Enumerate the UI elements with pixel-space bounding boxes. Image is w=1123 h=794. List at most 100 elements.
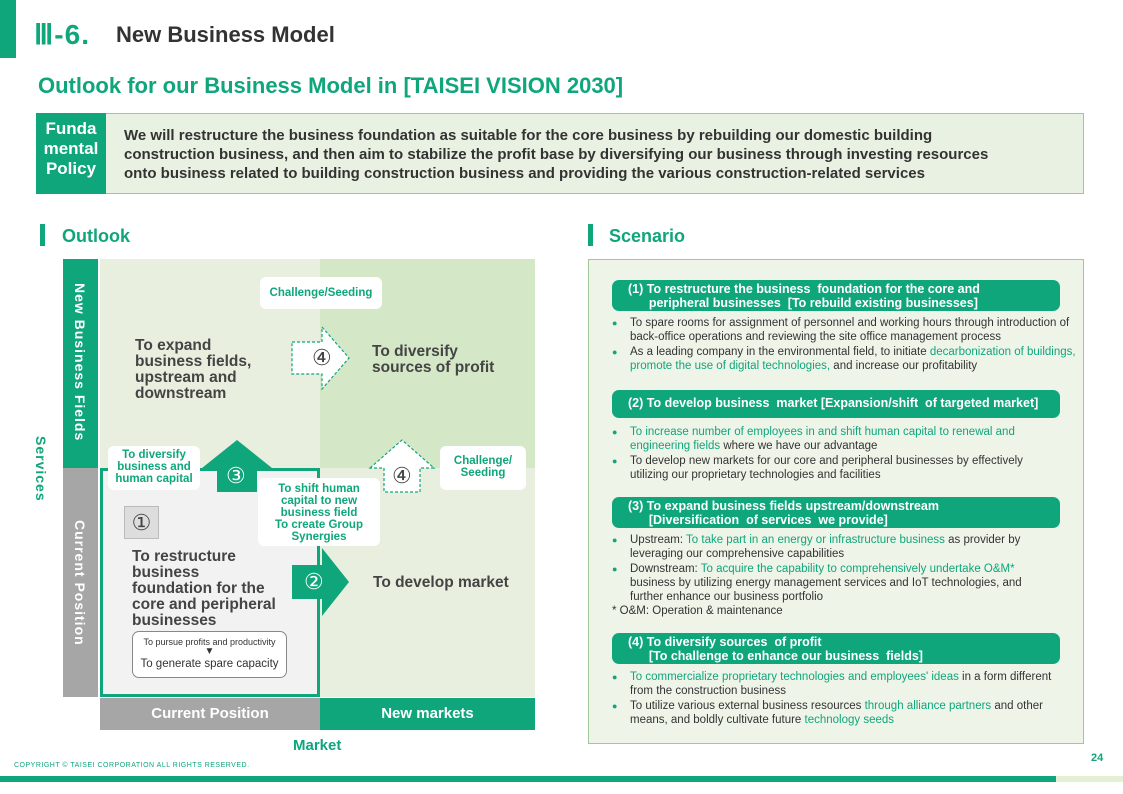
quadrant-develop-market-text: To develop market	[373, 574, 509, 591]
quad-text-line: To diversify	[372, 343, 458, 360]
scenario-heading-4: (4) To diversify sources of profit [To c…	[612, 633, 1060, 664]
quadrant-expand-text: To expand business fields, upstream and …	[135, 338, 251, 402]
up-arrow-left	[202, 440, 272, 492]
policy-text-line: We will restructure the business foundat…	[124, 127, 933, 144]
quadrant-restructure-text: To restructure business foundation for t…	[132, 549, 276, 629]
page-title: Outlook for our Business Model in [TAISE…	[38, 73, 624, 98]
scenario-bullet: Downstream: To acquire the capability to…	[612, 562, 1052, 605]
x-axis-title: Market	[293, 737, 342, 754]
bullet-text: business by utilizing energy management …	[630, 576, 1022, 604]
right-arrow-top	[291, 325, 350, 391]
bullet-text: where we have our advantage	[720, 440, 878, 453]
callout-line: business field	[280, 507, 358, 519]
scenario-bullet: As a leading company in the environmenta…	[612, 345, 1082, 374]
callout-diversify-business: To diversify business and human capital	[108, 446, 200, 490]
policy-text: We will restructure the business foundat…	[124, 126, 1074, 183]
policy-label: Funda mental Policy	[36, 113, 106, 194]
step-number-4-top: ④	[312, 345, 332, 370]
bullet-highlight: To take part in an energy or infrastruct…	[686, 534, 945, 546]
callout-line: To shift human	[278, 483, 360, 495]
bullet-text: in a form different from the constructio…	[630, 671, 1052, 698]
bullet-text: and other means, and boldly cultivate fu…	[630, 699, 1043, 726]
scenario-heading-1: (1) To restructure the business foundati…	[612, 280, 1060, 311]
scenario-title: Scenario	[609, 226, 686, 246]
footnote: * O&M: Operation & maintenance	[612, 605, 783, 618]
row-label-new-business: New Business Fields	[63, 259, 98, 468]
bullet-text: To develop new markets for our core and …	[630, 454, 1023, 481]
section-title: New Business Model	[116, 22, 335, 47]
scenario-list-4: To commercialize proprietary technologie…	[612, 670, 1077, 727]
bullet-text: To spare rooms for assignment of personn…	[630, 317, 1070, 344]
step-number-3: ③	[226, 463, 246, 488]
quad-text-line: To restructure	[132, 548, 236, 565]
heading-line: (4) To diversify sources of profit	[628, 635, 822, 649]
row-label-current: Current Position	[63, 468, 98, 697]
heading-line: [To challenge to enhance our business fi…	[628, 649, 923, 663]
quad-text-line: businesses	[132, 612, 217, 629]
heading-line: (3) To expand business fields upstream/d…	[628, 499, 939, 513]
scenario-heading-3: (3) To expand business fields upstream/d…	[612, 497, 1060, 528]
footer-bar-end	[1056, 776, 1123, 782]
callout-line: Synergies	[291, 531, 347, 543]
callout-line: Seeding	[460, 467, 506, 479]
callout-line: human capital	[115, 473, 193, 485]
page-number: 24	[1091, 752, 1104, 764]
heading-line: peripheral businesses [To rebuild existi…	[628, 296, 978, 310]
col-label-current: Current Position	[100, 698, 320, 730]
callout-line: business and	[117, 461, 191, 473]
bullet-text: Upstream:	[630, 534, 687, 546]
scenario-bullet: To commercialize proprietary technologie…	[612, 670, 1077, 699]
policy-label-line: mental	[43, 139, 99, 158]
outlook-section-bar	[40, 224, 45, 246]
quad-text-line: business	[132, 564, 200, 581]
bullet-text: As a leading company in the environmenta…	[630, 345, 930, 358]
bullet-text: and increase our profitability	[830, 359, 978, 372]
right-arrow-bottom	[292, 548, 349, 616]
scenario-section-bar	[588, 224, 593, 246]
callout-shift-human-capital: To shift human capital to new business f…	[258, 478, 380, 546]
scenario-bullet: To utilize various external business res…	[612, 699, 1077, 728]
scenario-heading-2: (2) To develop business market [Expansio…	[612, 390, 1060, 418]
section-number: Ⅲ-6.	[34, 19, 90, 50]
productivity-box: To pursue profits and productivity ▼ To …	[132, 631, 287, 678]
step-number-2: ②	[304, 569, 324, 594]
bullet-text: as provider by leveraging our comprehens…	[630, 534, 1021, 561]
row-label-current-text: Current Position	[72, 520, 88, 646]
bullet-highlight: decarbonization of buildings, promote th…	[630, 345, 1076, 372]
quad-text-line: business fields,	[135, 353, 252, 370]
scenario-bullet: To increase number of employees in and s…	[612, 425, 1052, 454]
bullet-text: To utilize various external business res…	[630, 699, 865, 712]
quad-text-line: sources of profit	[372, 359, 495, 376]
step-number-1-box: ①	[124, 506, 159, 539]
copyright: COPYRIGHT © TAISEI CORPORATION ALL RIGHT…	[14, 762, 250, 769]
callout-line: To create Group	[275, 519, 363, 531]
heading-line: (2) To develop business market [Expansio…	[628, 396, 1039, 410]
quadrant-diversify-text: To diversify sources of profit	[372, 344, 494, 376]
up-arrow-right	[368, 439, 436, 493]
callout-challenge-seeding-right: Challenge/ Seeding	[440, 446, 526, 490]
quad-text-line: foundation for the	[132, 580, 265, 597]
policy-box	[36, 113, 1084, 194]
scenario-bullet: To spare rooms for assignment of personn…	[612, 316, 1082, 345]
bullet-text: Downstream:	[630, 562, 701, 575]
productivity-line2: To generate spare capacity	[140, 658, 279, 670]
callout-line: To diversify	[122, 449, 186, 461]
callout-line: capital to new	[280, 495, 358, 507]
col-label-new-markets: New markets	[320, 698, 535, 730]
down-arrow-icon: ▼	[204, 646, 215, 657]
y-axis-title: Services	[33, 436, 49, 502]
callout-line: Challenge/	[453, 455, 513, 467]
bullet-highlight: technology seeds	[804, 713, 895, 726]
bullet-highlight: To increase number of employees in and s…	[630, 426, 1015, 453]
header-accent-bar	[0, 0, 16, 58]
policy-text-line: construction business, and then aim to s…	[124, 146, 989, 163]
scenario-list-2: To increase number of employees in and s…	[612, 425, 1052, 482]
callout-challenge-seeding-top: Challenge/Seeding	[260, 277, 382, 309]
productivity-line1: To pursue profits and productivity	[143, 637, 276, 647]
bullet-highlight: To acquire the capability to comprehensi…	[700, 562, 1015, 575]
policy-label-line: Funda	[45, 119, 97, 138]
outlook-title: Outlook	[62, 226, 130, 246]
footer-bar	[0, 776, 1056, 782]
scenario-bullet: To develop new markets for our core and …	[612, 454, 1052, 483]
